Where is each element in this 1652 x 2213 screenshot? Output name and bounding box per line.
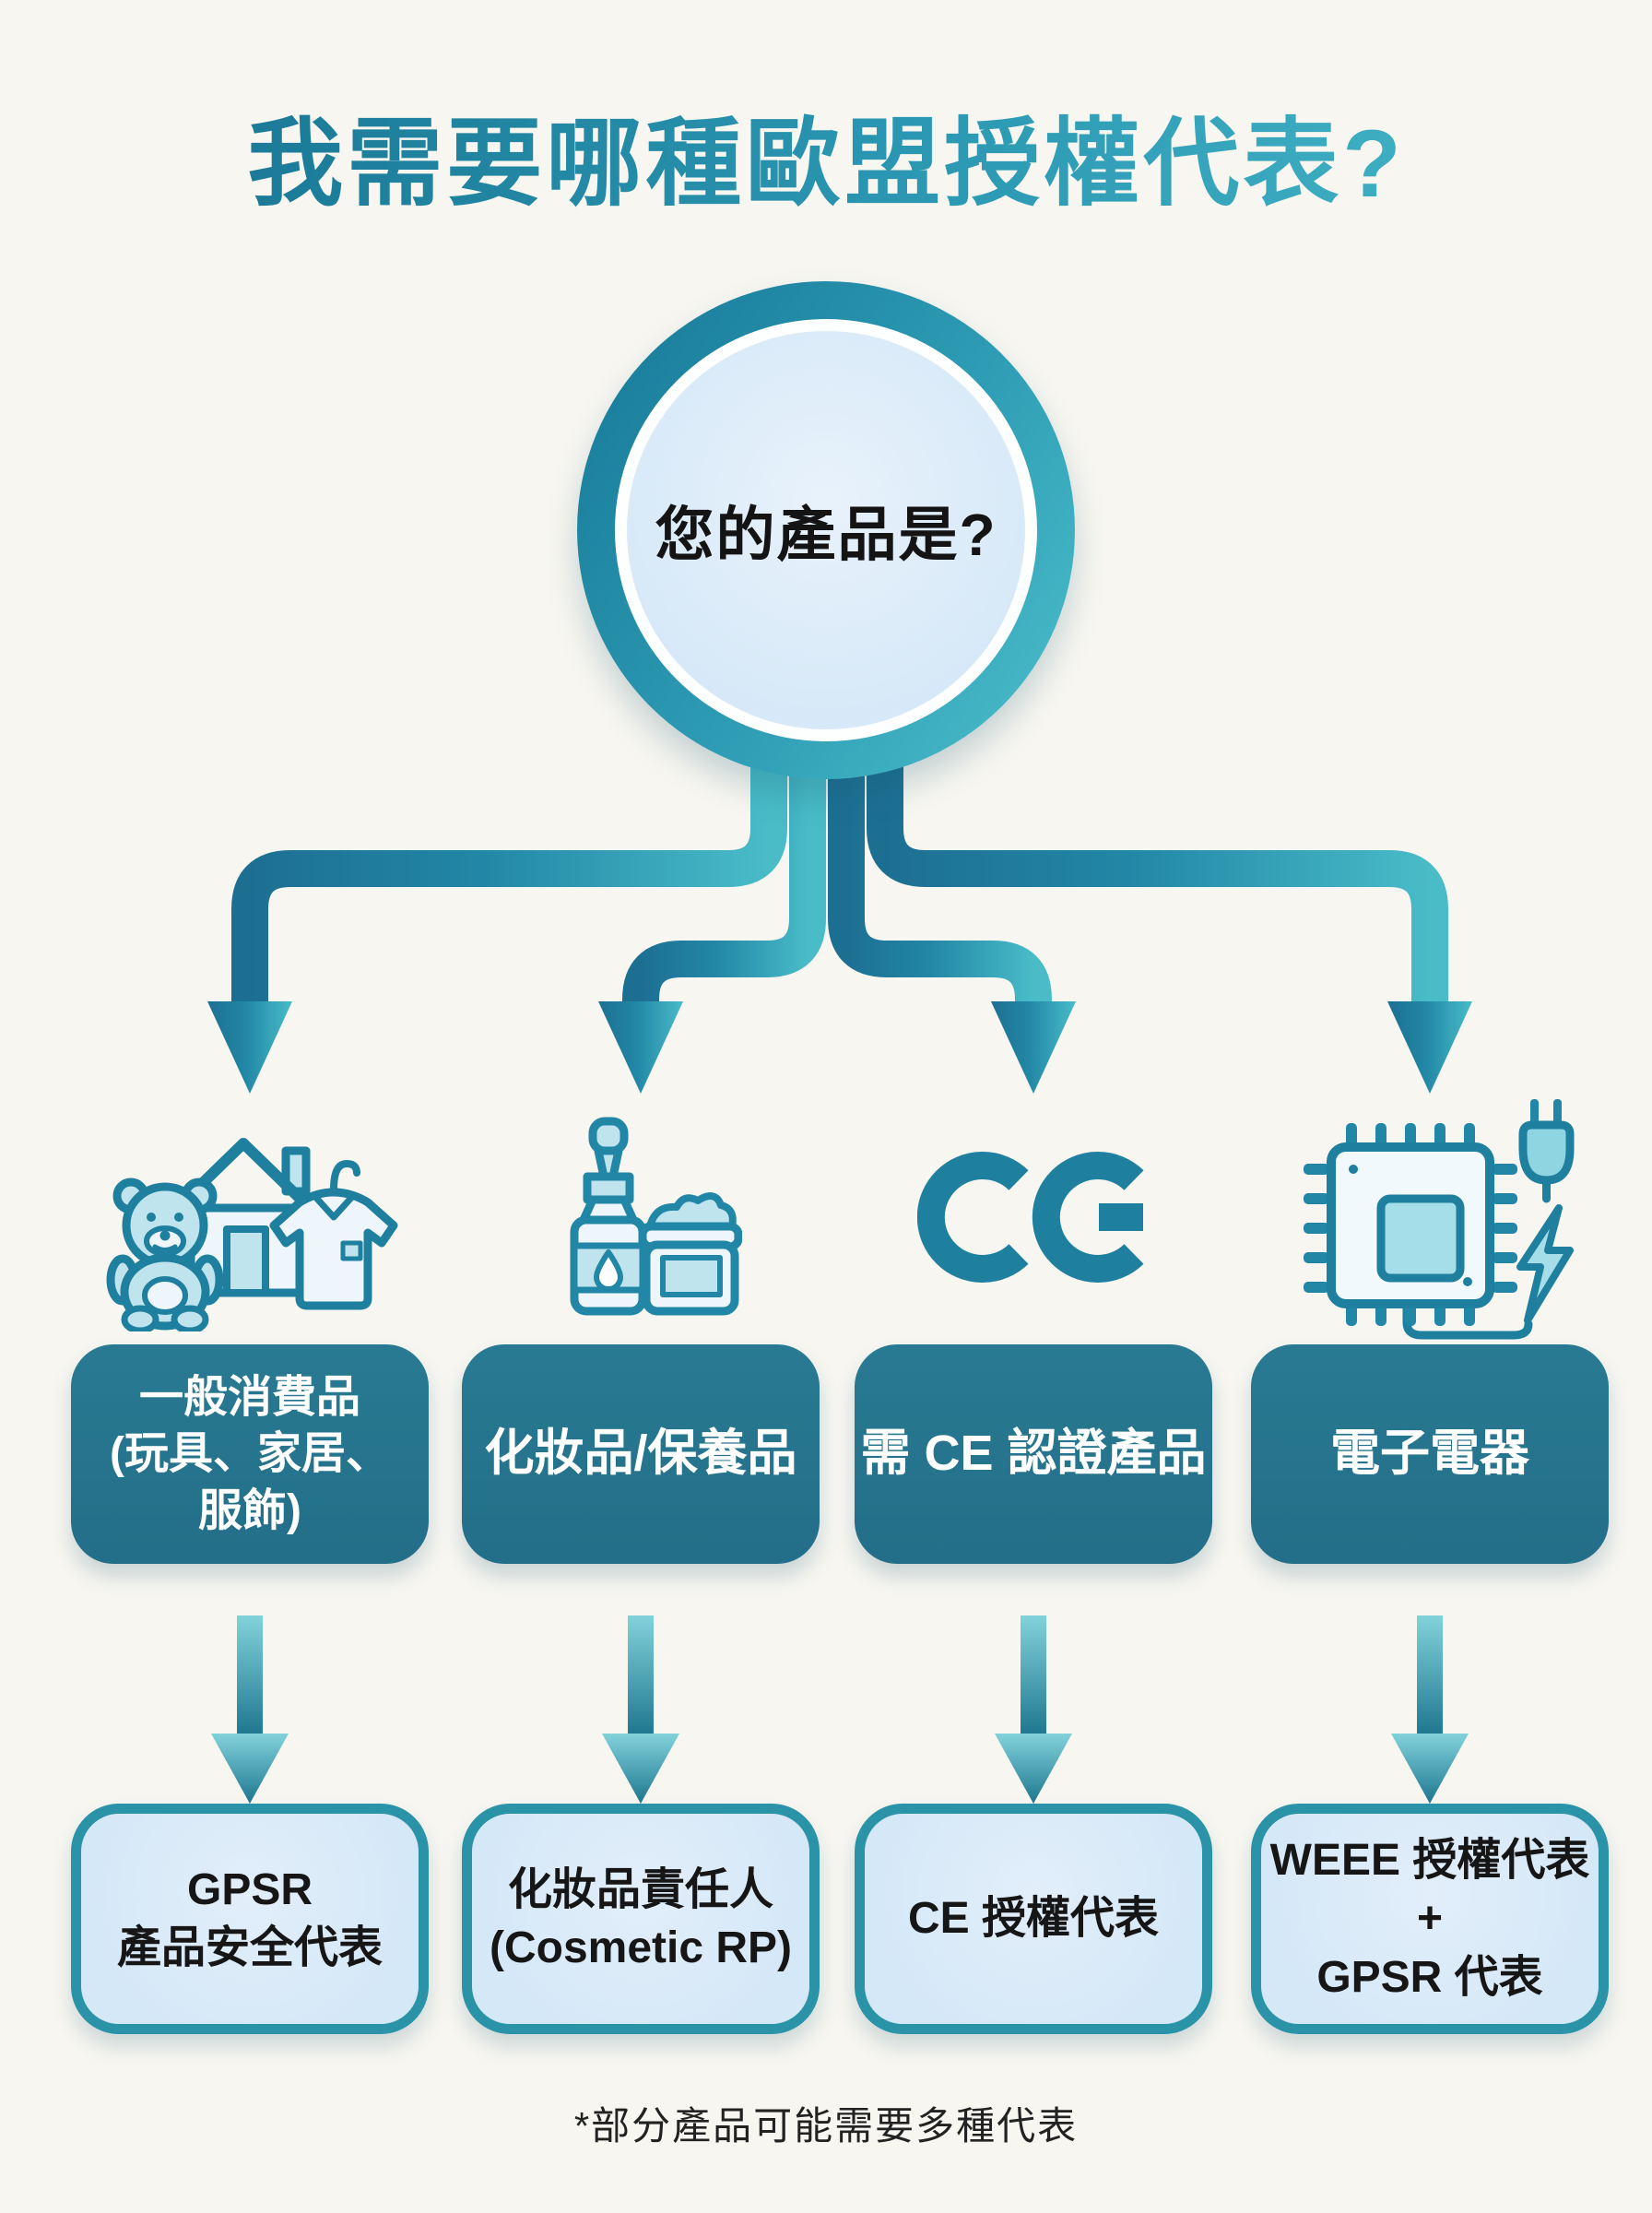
down-arrow-3 — [995, 1615, 1072, 1804]
category-label-line: 化妝品/保養品 — [484, 1426, 797, 1482]
result-label-line: (Cosmetic RP) — [489, 1923, 793, 1972]
branch-arrowhead-2 — [598, 1001, 683, 1094]
branch-pipe-2 — [622, 756, 826, 1005]
root-node-face: 您的產品是? — [627, 331, 1025, 729]
page-title: 我需要哪種歐盟授權代表? — [0, 85, 1652, 224]
category-box-ce-products: 需 CE 認證產品 — [855, 1344, 1212, 1564]
result-label-line: 產品安全代表 — [116, 1923, 383, 1972]
root-node-white-ring: 您的產品是? — [615, 319, 1037, 741]
category-label-line: 一般消費品 — [138, 1372, 360, 1422]
footnote: *部分產品可能需要多種代表 — [573, 2104, 1079, 2148]
electronics-icon — [1304, 1099, 1575, 1340]
category-box-consumer-goods: 一般消費品 (玩具、家居、 服飾) — [71, 1344, 429, 1564]
category-label-line: 服飾) — [198, 1485, 301, 1535]
result-label-line: WEEE 授權代表 — [1269, 1835, 1590, 1885]
consumer-goods-icon — [106, 1138, 398, 1331]
result-label-line: GPSR 代表 — [1316, 1952, 1543, 2002]
result-label-line: CE 授權代表 — [907, 1894, 1160, 1944]
category-box-electronics: 電子電器 — [1251, 1344, 1609, 1564]
result-box-weee-gpsr: WEEE 授權代表 + GPSR 代表 — [1251, 1804, 1609, 2034]
category-label-line: 電子電器 — [1330, 1426, 1529, 1482]
category-box-cosmetics: 化妝品/保養品 — [462, 1344, 820, 1564]
result-box-cosmetic-rp: 化妝品責任人 (Cosmetic RP) — [462, 1804, 820, 2034]
result-label-line: GPSR — [186, 1864, 313, 1914]
result-box-gpsr: GPSR 產品安全代表 — [71, 1804, 429, 2034]
root-question-label: 您的產品是? — [655, 502, 997, 568]
cosmetics-icon — [570, 1117, 742, 1316]
branch-pipe-1 — [231, 756, 787, 1005]
down-arrow-2 — [602, 1615, 679, 1804]
branch-pipe-3 — [828, 756, 1052, 1005]
result-label-line: + — [1416, 1894, 1444, 1944]
root-node: 您的產品是? — [577, 281, 1075, 779]
ce-mark-icon — [917, 1152, 1144, 1283]
branch-pipe-4 — [867, 756, 1448, 1005]
down-arrow-4 — [1391, 1615, 1469, 1804]
category-label-line: (玩具、家居、 — [110, 1429, 390, 1479]
branch-arrowhead-3 — [991, 1001, 1076, 1094]
category-label-line: 需 CE 認證產品 — [860, 1426, 1207, 1482]
branch-arrowhead-1 — [207, 1001, 292, 1094]
branch-arrowhead-4 — [1387, 1001, 1472, 1094]
result-box-ce-rep: CE 授權代表 — [855, 1804, 1212, 2034]
down-arrows — [211, 1615, 1469, 1804]
branch-connector — [207, 756, 1472, 1094]
down-arrow-1 — [211, 1615, 289, 1804]
result-label-line: 化妝品責任人 — [507, 1864, 773, 1914]
